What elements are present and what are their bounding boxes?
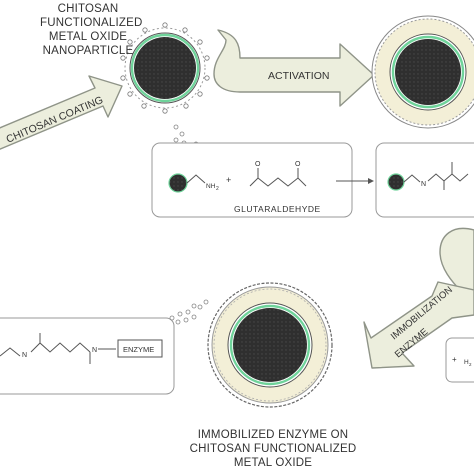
nh2-label: NH [206,183,216,190]
activated-product-box: N [375,142,474,218]
bottom-caption-line-3: METAL OXIDE [233,457,313,469]
reaction-arrow [336,178,374,184]
oxygen-right: O [295,161,301,168]
byproduct-h-sub: 2 [469,362,472,367]
connector-bubbles-bottom [169,299,209,325]
activated-n-label: N [421,181,426,188]
byproduct-h: H [464,359,469,366]
caption-line-3: METAL OXIDE [48,31,128,43]
activated-nanoparticle [371,15,474,129]
imine-n-left: N [22,352,27,359]
bottom-caption-line-2: CHITOSAN FUNCTIONALIZED [189,443,357,455]
nh2-subscript: 2 [216,186,219,192]
enzyme-product-box: N N ENZYME [0,317,175,395]
caption-line-4: NANOPARTICLE [42,45,134,57]
immobilized-caption: IMMOBILIZED ENZYME ON CHITOSAN FUNCTIONA… [188,428,358,470]
byproduct-plus: + [452,355,457,364]
immobilized-enzyme-nanoparticle [207,282,333,408]
chitosan-nanoparticle [120,22,210,114]
plus-sign: + [226,175,231,185]
byproduct-box: + H 2 [445,337,474,383]
reaction-box: NH 2 + O O GLUTARALDEHYDE [151,142,353,218]
oxygen-left: O [255,161,261,168]
imine-n-right: N [92,347,97,354]
chitosan-coating-arrow: CHITOSAN COATING [0,75,123,150]
activation-arrow: ACTIVATION [213,29,375,107]
nanoparticle-caption: CHITOSAN FUNCTIONALIZED METAL OXIDE NANO… [40,2,143,58]
enzyme-box-label: ENZYME [123,345,154,354]
bottom-caption-line-1: IMMOBILIZED ENZYME ON [197,429,349,441]
caption-line-2: FUNCTIONALIZED [40,17,143,29]
glutaraldehyde-label: GLUTARALDEHYDE [234,204,321,214]
activation-label: ACTIVATION [268,70,329,82]
caption-line-1: CHITOSAN [57,3,119,15]
